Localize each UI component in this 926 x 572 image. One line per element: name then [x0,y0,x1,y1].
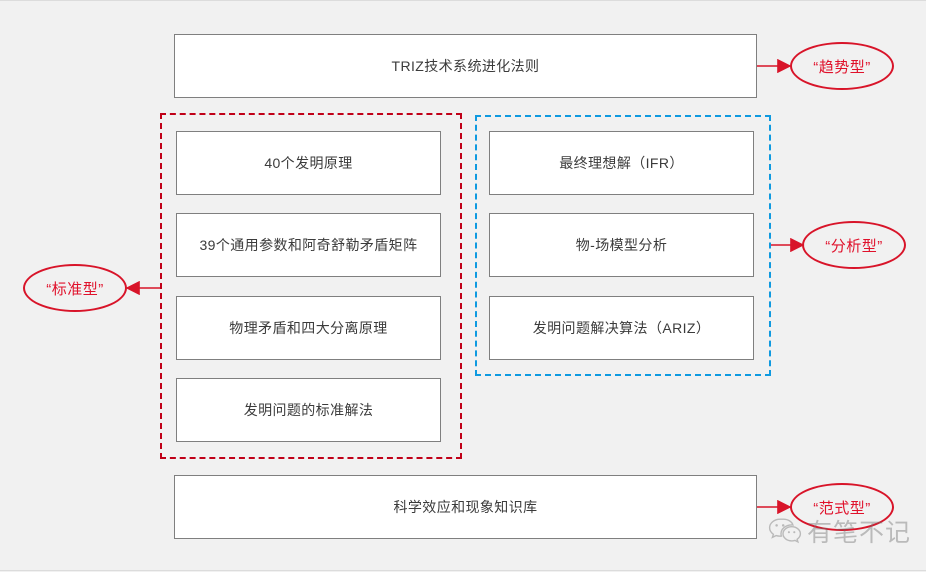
node-ariz-algorithm[interactable]: 发明问题解决算法（ARIZ） [489,296,754,360]
node-substance-field-analysis[interactable]: 物-场模型分析 [489,213,754,277]
watermark-text: 有笔不记 [807,519,912,547]
watermark: 有笔不记 [768,513,911,549]
node-ideal-final-result[interactable]: 最终理想解（IFR） [489,131,754,195]
node-triz-evolution-laws[interactable]: TRIZ技术系统进化法则 [174,34,757,98]
callout-analysis-type[interactable]: “分析型” [802,221,906,269]
wechat-icon [768,517,802,545]
node-standard-solutions[interactable]: 发明问题的标准解法 [176,378,441,442]
callout-paradigm-type[interactable]: “范式型” [790,483,894,531]
node-39-parameters-contradiction-matrix[interactable]: 39个通用参数和阿奇舒勒矛盾矩阵 [176,213,441,277]
group-analysis-dashed-box [475,115,771,376]
node-physical-contradiction-separation[interactable]: 物理矛盾和四大分离原理 [176,296,441,360]
node-scientific-effects-knowledge-base[interactable]: 科学效应和现象知识库 [174,475,757,539]
callout-trend-type[interactable]: “趋势型” [790,42,894,90]
callout-standard-type[interactable]: “标准型” [23,264,127,312]
group-standard-dashed-box [160,113,462,459]
node-40-inventive-principles[interactable]: 40个发明原理 [176,131,441,195]
